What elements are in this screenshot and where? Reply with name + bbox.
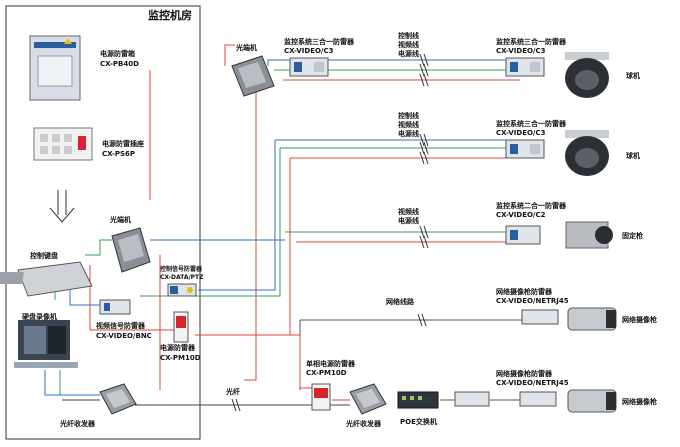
break-marks bbox=[231, 53, 429, 412]
optical-top-name: 光端机 bbox=[236, 44, 257, 52]
power-line-row2-down bbox=[195, 158, 291, 336]
power-socket-name: 电源防雷插座 bbox=[102, 140, 144, 148]
control-line-down bbox=[198, 140, 276, 291]
optical-left-name: 光端机 bbox=[110, 216, 131, 224]
net-arrester-2-model: CX-VIDEO/NETRJ45 bbox=[496, 379, 569, 387]
line-label-g2-0: 控制线 bbox=[398, 112, 419, 120]
bullet-camera-1 bbox=[567, 307, 617, 331]
dvr-name: 硬盘录像机 bbox=[22, 313, 57, 321]
single-phase-arrester bbox=[311, 383, 331, 411]
video-arrester-device bbox=[99, 299, 131, 315]
video-arrester-model: CX-VIDEO/BNC bbox=[96, 332, 152, 340]
ctrl-arrester-name: 控制信号防雷器 bbox=[160, 266, 203, 273]
power-box-name: 电源防雷箱 bbox=[100, 50, 135, 58]
combo-mid-model: CX-VIDEO/C3 bbox=[496, 129, 546, 137]
single-phase-model: CX-PM10D bbox=[306, 369, 347, 377]
control-line-top bbox=[267, 59, 520, 66]
power-arrester-device bbox=[173, 311, 189, 343]
bullet-camera-2 bbox=[567, 389, 617, 413]
poe-switch-device bbox=[397, 391, 439, 409]
poe-switch-name: POE交换机 bbox=[400, 418, 437, 426]
power-box-device bbox=[29, 35, 81, 101]
ctrl-arrester-device bbox=[167, 283, 197, 297]
power-socket-device bbox=[33, 127, 93, 161]
camera-label-netcam2: 网络摄像枪 bbox=[622, 398, 657, 406]
power-single-phase bbox=[290, 334, 312, 389]
camera-label-fixed: 固定枪 bbox=[622, 232, 643, 240]
room-title: 监控机房 bbox=[148, 9, 192, 22]
keyboard-name: 控制键盘 bbox=[30, 252, 58, 260]
power-line-optical bbox=[224, 44, 235, 66]
power-arrester-room-model: CX-PM10D bbox=[160, 354, 201, 362]
net-arrester-1-model: CX-VIDEO/NETRJ45 bbox=[496, 297, 569, 305]
combo-c2-name: 监控系统二合一防雷器 bbox=[496, 202, 566, 210]
power-socket-model: CX-PS6P bbox=[102, 150, 136, 158]
camera-label-netcam1: 网络摄像枪 bbox=[622, 316, 657, 324]
power-box-model: CX-PB40D bbox=[100, 60, 139, 68]
line-label-network: 网络线路 bbox=[386, 298, 414, 306]
power-arrester-room-name: 电源防雷器 bbox=[160, 344, 195, 352]
room-border bbox=[5, 5, 201, 440]
fiber-transceiver-right bbox=[349, 383, 387, 415]
line-label-g1-1: 视频线 bbox=[398, 41, 419, 49]
optical-transmitter-top bbox=[231, 55, 275, 97]
combo-mid-name: 监控系统三合一防雷器 bbox=[496, 120, 566, 128]
combo-top-right-name: 监控系统三合一防雷器 bbox=[496, 38, 566, 46]
line-label-g3-1: 电源线 bbox=[398, 217, 419, 225]
fiber-transceiver-left bbox=[99, 383, 137, 415]
single-phase-name: 单相电源防雷器 bbox=[306, 360, 355, 368]
power-line-down bbox=[244, 60, 257, 381]
line-label-g1-2: 电源线 bbox=[398, 50, 419, 58]
arrow-head bbox=[49, 207, 75, 223]
dome-camera-1 bbox=[565, 52, 609, 98]
line-label-g3-0: 视频线 bbox=[398, 208, 419, 216]
combo-arrester-mid bbox=[505, 139, 545, 159]
optical-transmitter-left bbox=[111, 227, 151, 273]
combo-top-left-name: 监控系统三合一防雷器 bbox=[284, 38, 354, 46]
combo-arrester-c2 bbox=[505, 225, 541, 245]
ctrl-arrester-model: CX-DATA/PTZ bbox=[160, 274, 204, 281]
camera-label-dome2: 球机 bbox=[626, 152, 640, 160]
room-video-2 bbox=[85, 239, 112, 256]
net-arrester-1 bbox=[521, 309, 559, 325]
room-control-2 bbox=[44, 370, 100, 396]
dvr-device bbox=[14, 320, 78, 368]
wires bbox=[44, 44, 525, 406]
fixed-camera bbox=[565, 221, 613, 249]
net-arrester-2 bbox=[519, 391, 557, 407]
dome-camera-2 bbox=[565, 130, 609, 176]
net-arrester-1-name: 网络摄像枪防雷器 bbox=[496, 288, 552, 296]
video-arrester-name: 视频信号防雷器 bbox=[96, 322, 145, 330]
fiber-right-name: 光纤收发器 bbox=[346, 420, 381, 428]
combo-arrester-top-left bbox=[289, 57, 329, 77]
net-arrester-2-name: 网络摄像枪防雷器 bbox=[496, 370, 552, 378]
combo-c2-model: CX-VIDEO/C2 bbox=[496, 211, 546, 219]
poe-net-arrester bbox=[454, 391, 490, 407]
line-label-g2-1: 视频线 bbox=[398, 121, 419, 129]
line-label-fiber: 光纤 bbox=[226, 388, 240, 396]
combo-top-right-model: CX-VIDEO/C3 bbox=[496, 47, 546, 55]
combo-top-left-model: CX-VIDEO/C3 bbox=[284, 47, 334, 55]
camera-label-dome1: 球机 bbox=[626, 72, 640, 80]
line-label-g2-2: 电源线 bbox=[398, 130, 419, 138]
control-keyboard-device bbox=[0, 261, 93, 297]
combo-arrester-top-right bbox=[505, 57, 545, 77]
line-label-g1-0: 控制线 bbox=[398, 32, 419, 40]
fiber-left-name: 光纤收发器 bbox=[60, 420, 95, 428]
